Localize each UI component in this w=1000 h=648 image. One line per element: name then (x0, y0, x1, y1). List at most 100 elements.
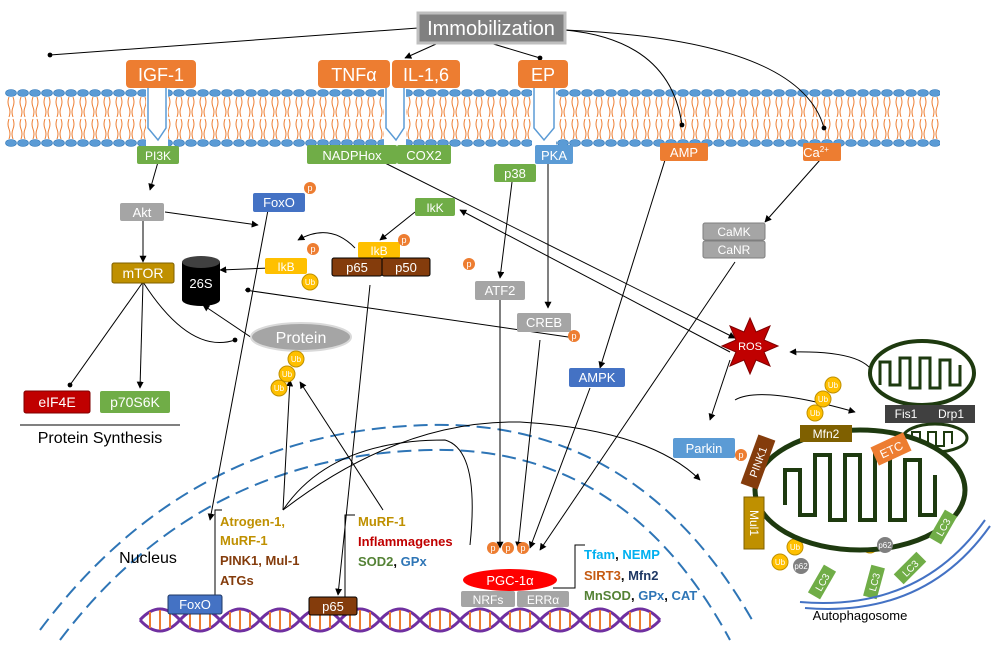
svg-text:p62: p62 (878, 541, 892, 550)
svg-text:PGC-1α: PGC-1α (486, 573, 534, 588)
amp-box: AMP (660, 143, 708, 161)
foxo-target-genes: Atrogen-1, MuRF-1 PINK1, Mul-1 ATGs (220, 514, 299, 588)
svg-text:Akt: Akt (133, 205, 152, 220)
svg-text:EP: EP (531, 65, 555, 85)
svg-text:IkB: IkB (277, 260, 294, 274)
svg-text:Protein: Protein (276, 330, 327, 347)
etc-box: ETC (870, 432, 912, 466)
parkin-box: Parkin (673, 438, 735, 458)
mul1-box: Mul1 (743, 496, 765, 550)
ros-star: ROS (720, 316, 780, 376)
svg-text:AMP: AMP (670, 145, 698, 160)
svg-text:p38: p38 (504, 166, 526, 181)
eif4e-box: eIF4E (23, 390, 91, 414)
svg-text:Ub: Ub (291, 355, 302, 364)
nadphox-box: NADPHox (307, 145, 397, 164)
svg-text:Inflammagenes: Inflammagenes (358, 534, 453, 549)
svg-text:PI3K: PI3K (145, 149, 171, 163)
svg-text:Parkin: Parkin (686, 441, 723, 456)
atf2-box: ATF2 (475, 281, 525, 300)
svg-text:TNFα: TNFα (331, 65, 376, 85)
svg-text:MuRF-1: MuRF-1 (220, 533, 268, 548)
autophagosome-membrane (799, 519, 991, 610)
pgc1a-target-genes: Tfam, NEMP SIRT3, Mfn2 MnSOD, GPx, CAT (584, 547, 697, 603)
svg-text:p70S6K: p70S6K (110, 394, 160, 410)
svg-text:FoxO: FoxO (179, 597, 211, 612)
pgc1a-complex: PGC-1α NRFs ERRα (461, 569, 569, 607)
protein-ellipse: Protein (250, 322, 352, 352)
svg-text:p: p (310, 244, 315, 254)
svg-text:Ub: Ub (810, 409, 821, 418)
svg-text:mTOR: mTOR (123, 265, 164, 281)
proteasome-26s: 26S (182, 256, 220, 306)
nuclear-envelope (39, 423, 756, 641)
svg-text:NRFs: NRFs (473, 593, 504, 607)
fis1-drp1-box: Fis1 Drp1 (885, 405, 975, 423)
svg-text:ATF2: ATF2 (485, 283, 516, 298)
svg-text:SIRT3, Mfn2: SIRT3, Mfn2 (584, 568, 658, 583)
svg-text:CaMK: CaMK (717, 225, 750, 239)
svg-text:p62: p62 (794, 562, 808, 571)
svg-text:PINK1, Mul-1: PINK1, Mul-1 (220, 553, 299, 568)
autophagosome-label: Autophagosome (813, 608, 908, 623)
akt-box: Akt (120, 203, 164, 221)
receptor-channels (146, 86, 556, 150)
svg-text:CaNR: CaNR (718, 243, 751, 257)
svg-text:Mul1: Mul1 (747, 510, 761, 536)
svg-text:p: p (466, 259, 471, 269)
svg-text:CREB: CREB (526, 315, 562, 330)
svg-text:Ub: Ub (828, 381, 839, 390)
mtor-box: mTOR (111, 262, 175, 284)
immobilization-banner: Immobilization (416, 11, 567, 45)
receptor-igf1: IGF-1 (126, 60, 196, 88)
svg-text:Ub: Ub (274, 384, 285, 393)
svg-text:p: p (401, 235, 406, 245)
svg-text:p: p (307, 183, 312, 193)
svg-text:ATGs: ATGs (220, 573, 254, 588)
p65-nuclear-box: p65 (308, 596, 358, 616)
svg-text:FoxO: FoxO (263, 195, 295, 210)
camk-canr-box: CaMK CaNR (702, 222, 766, 259)
pi3k-box: PI3K (137, 146, 179, 164)
svg-text:ERRα: ERRα (527, 593, 559, 607)
foxo-cyto-box: FoxO (253, 193, 305, 212)
svg-text:Ub: Ub (282, 370, 293, 379)
svg-text:26S: 26S (189, 276, 212, 291)
calcium-box: Ca2+ (803, 143, 841, 161)
svg-text:LC3: LC3 (868, 572, 883, 593)
svg-text:IL-1,6: IL-1,6 (403, 65, 449, 85)
creb-box: CREB (517, 313, 571, 332)
svg-text:Atrogen-1,: Atrogen-1, (220, 514, 285, 529)
svg-text:IkB: IkB (370, 244, 387, 258)
svg-text:p: p (738, 450, 743, 460)
svg-text:eIF4E: eIF4E (38, 394, 75, 410)
svg-text:p: p (520, 543, 525, 553)
phosphate-badges: p p p p p p p p p (304, 182, 747, 554)
p38-box: p38 (494, 164, 536, 182)
svg-text:Ub: Ub (775, 558, 786, 567)
svg-text:p: p (505, 543, 510, 553)
foxo-nuclear-box: FoxO (167, 594, 223, 615)
ikk-box: IkK (415, 198, 455, 216)
svg-text:ROS: ROS (738, 341, 762, 353)
svg-text:IGF-1: IGF-1 (138, 65, 184, 85)
svg-text:MuRF-1: MuRF-1 (358, 514, 406, 529)
cox2-box: COX2 (397, 145, 451, 164)
svg-text:p65: p65 (322, 599, 344, 614)
receptor-tnfa: TNFα (318, 60, 390, 88)
svg-text:PKA: PKA (541, 148, 567, 163)
receptor-ep: EP (518, 60, 568, 88)
ikb-free-box: IkB (265, 258, 307, 274)
svg-text:p: p (490, 543, 495, 553)
p62-badges: p62 p62 (793, 537, 893, 574)
p65-target-genes: MuRF-1 Inflammagenes SOD2, GPx (358, 514, 453, 569)
svg-text:AMPK: AMPK (579, 370, 616, 385)
svg-text:Mfn2: Mfn2 (813, 427, 840, 441)
ikb-complex: IkB p65 p50 (331, 242, 431, 277)
svg-text:NADPHox: NADPHox (322, 148, 382, 163)
mitochondrion-main (752, 427, 968, 553)
svg-text:Tfam, NEMP: Tfam, NEMP (584, 547, 660, 562)
svg-text:Ca2+: Ca2+ (803, 145, 829, 160)
immobilization-label: Immobilization (427, 18, 555, 40)
